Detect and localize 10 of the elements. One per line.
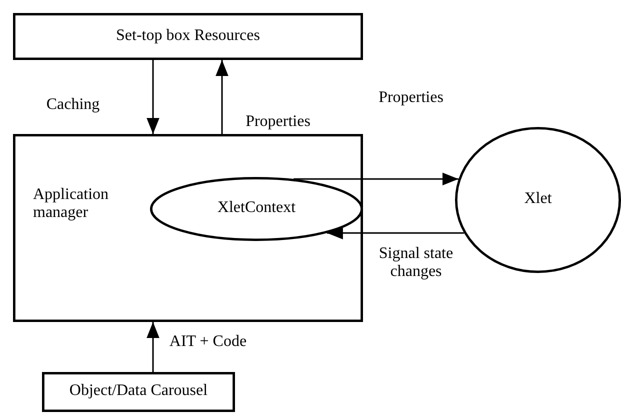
node-label: XletContext (216, 199, 297, 218)
arrow (326, 226, 464, 240)
node-label: Object/Data Carousel (68, 382, 209, 400)
node-label: Xlet (523, 190, 553, 208)
arrow (146, 60, 160, 134)
arrow (146, 322, 160, 372)
node-label: Application manager (33, 186, 110, 223)
node-label: Set-top box Resources (115, 26, 261, 45)
arrow (294, 172, 458, 186)
arrow (216, 60, 228, 134)
